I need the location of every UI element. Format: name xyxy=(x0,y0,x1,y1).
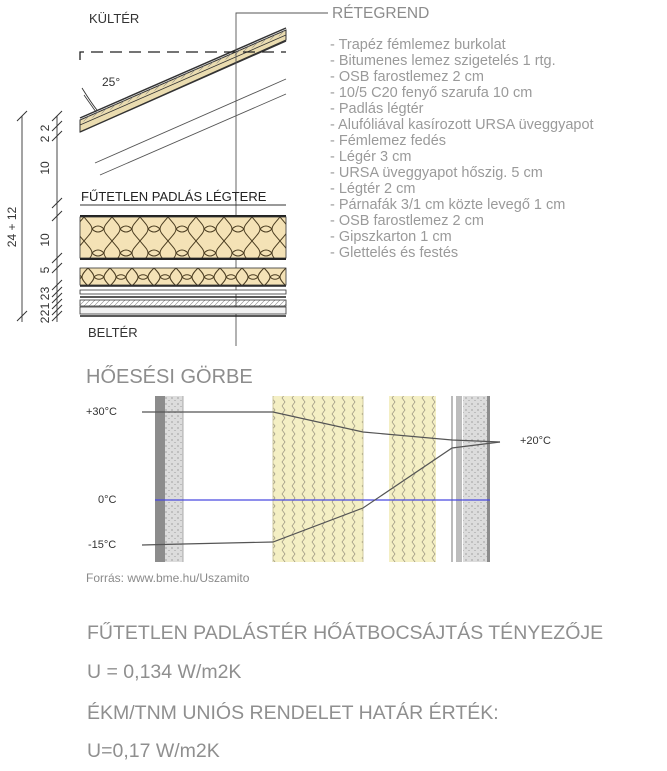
u-value: U = 0,134 W/m2K xyxy=(87,661,242,683)
heat-curve-title: HŐESÉSI GÖRBE xyxy=(86,366,253,388)
layer-item: - Alufóliával kasírozott URSA üveggyapot xyxy=(330,117,594,133)
outer-metal-layer xyxy=(155,396,165,562)
layer-list: - Trapéz fémlemez burkolat - Bitumenes l… xyxy=(330,37,594,261)
layer-item: - Trapéz fémlemez burkolat xyxy=(330,37,506,53)
outside-label: KÜLTÉR xyxy=(89,11,139,26)
limit-title: ÉKM/TNM UNIÓS RENDELET HATÁR ÉRTÉK: xyxy=(87,702,499,724)
layer-item: - Légtér 2 cm xyxy=(330,181,416,197)
insulation-band-main xyxy=(273,396,363,562)
layer-heading: RÉTEGREND xyxy=(332,5,430,22)
dim-5: 5 xyxy=(38,266,52,273)
heat-curve-diagram: +30°C 0°C -15°C +20°C xyxy=(86,396,551,562)
leader-line xyxy=(235,12,328,346)
roof-section-drawing: 25° KÜLTÉR FŰTETLEN PADLÁS LÉGTERE BELTÉ… xyxy=(5,11,328,346)
angle-label: 25° xyxy=(102,75,120,89)
dim-2-a: 2 xyxy=(38,124,52,131)
layer-item: - Gipszkarton 1 cm xyxy=(330,229,452,245)
dim-3: 3 xyxy=(38,286,52,293)
dim-total: 24 + 12 xyxy=(5,206,19,247)
label-plus30: +30°C xyxy=(86,406,117,418)
source-credit: Forrás: www.bme.hu/Uszamito xyxy=(86,571,250,585)
osb-ceiling-layer xyxy=(79,299,287,307)
dim-2-b: 2 xyxy=(38,135,52,142)
u-value-title: FŰTETLEN PADLÁSTÉR HŐÁTBOCSÁJTÁS TÉNYEZŐ… xyxy=(87,622,604,644)
label-plus20: +20°C xyxy=(520,435,551,447)
battens-layer xyxy=(79,289,287,295)
layer-item: - OSB farostlemez 2 cm xyxy=(330,69,484,85)
layer-item: - 10/5 C20 fenyő szarufa 10 cm xyxy=(330,85,533,101)
angle-arc xyxy=(81,87,98,111)
attic-label: FŰTETLEN PADLÁS LÉGTERE xyxy=(81,189,267,204)
inner-osb-layer xyxy=(456,396,462,562)
inside-label: BELTÉR xyxy=(88,325,138,340)
layer-item: - URSA üveggyapot hőszig. 5 cm xyxy=(330,165,543,181)
dim-2-c: 2 xyxy=(38,293,52,300)
layer-item: - Párnafák 3/1 cm közte levegő 1 cm xyxy=(330,197,566,213)
layer-item: - Padlás légtér xyxy=(330,101,424,117)
ceiling-insulation-main xyxy=(79,216,287,259)
layer-item: - Glettelés és festés xyxy=(330,245,459,261)
gypsum-board-layer xyxy=(79,306,287,315)
label-minus15: -15°C xyxy=(88,539,116,551)
dim-2-d: 2 xyxy=(38,309,52,316)
dim-2-e: 2 xyxy=(38,316,52,323)
rafter-line xyxy=(94,78,287,164)
inner-gypsum-layer xyxy=(463,396,487,562)
layer-item: - Légér 3 cm xyxy=(330,149,412,165)
label-zero: 0°C xyxy=(98,494,117,506)
horizontal-reference xyxy=(79,51,286,60)
layer-item: - OSB farostlemez 2 cm xyxy=(330,213,484,229)
limit-value: U=0,17 W/m2K xyxy=(87,740,220,762)
dim-10-a: 10 xyxy=(38,161,52,175)
dim-1: 1 xyxy=(38,302,52,309)
temperature-profile-upper xyxy=(142,411,501,443)
layer-item: - Fémlemez fedés xyxy=(330,133,447,149)
outer-board-layer xyxy=(165,396,183,562)
dim-10-b: 10 xyxy=(38,233,52,247)
layer-item: - Bitumenes lemez szigetelés 1 rtg. xyxy=(330,53,556,69)
temperature-profile-lower xyxy=(141,441,501,546)
insulation-band-secondary xyxy=(389,396,436,562)
ceiling-insulation-secondary xyxy=(79,267,287,286)
